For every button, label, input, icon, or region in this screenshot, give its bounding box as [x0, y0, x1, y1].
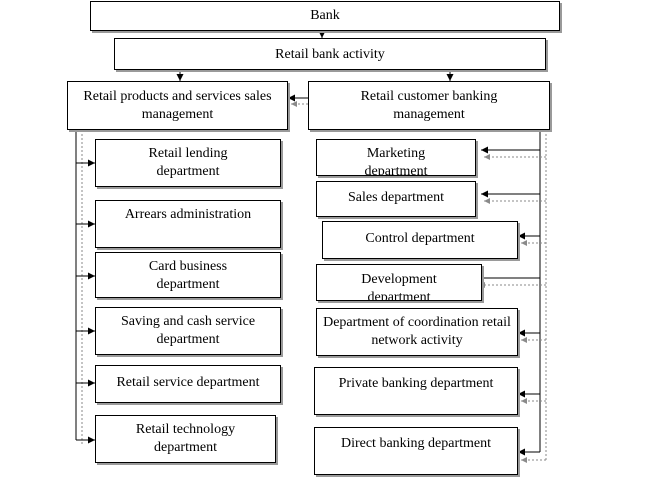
left-dept-label: Retail lending department: [148, 146, 228, 179]
right-header-box: Retail customer banking management: [308, 81, 550, 130]
right-dept-box: Marketing department: [316, 139, 476, 176]
left-dept-label: Retail technology department: [135, 422, 236, 455]
right-dept-box: Development department: [316, 264, 482, 301]
left-dept-label: Arrears administration: [124, 207, 252, 222]
left-dept-label: Card business department: [148, 259, 228, 292]
left-dept-label: Saving and cash service department: [120, 314, 256, 347]
bank-box: Bank: [90, 1, 560, 31]
right-branches: [476, 146, 540, 456]
right-dept-box: Control department: [322, 221, 518, 259]
right-dept-label: Control department: [365, 231, 475, 246]
left-dept-box: Saving and cash service department: [95, 307, 281, 355]
left-dept-box: Retail service department: [95, 365, 281, 403]
right-dept-label: Department of coordination retail networ…: [323, 315, 511, 348]
right-dept-box: Direct banking department: [314, 427, 518, 475]
retail-activity-label: Retail bank activity: [275, 47, 385, 62]
left-dept-label: Retail service department: [116, 375, 260, 390]
left-header-label: Retail products and services sales manag…: [83, 89, 272, 122]
left-header-box: Retail products and services sales manag…: [67, 81, 288, 130]
left-dept-box: Card business department: [95, 252, 281, 298]
left-dept-box: Retail lending department: [95, 139, 281, 187]
right-dept-box: Sales department: [316, 181, 476, 217]
right-dept-label: Direct banking department: [340, 436, 492, 451]
left-branches: [76, 159, 95, 444]
right-dept-label: Private banking department: [338, 376, 494, 391]
right-dept-box: Private banking department: [314, 367, 518, 415]
right-dept-label: Development department: [361, 272, 437, 301]
left-dept-box: Arrears administration: [95, 200, 281, 248]
right-header-label: Retail customer banking management: [360, 89, 498, 122]
retail-activity-box: Retail bank activity: [114, 38, 546, 70]
right-dept-box: Department of coordination retail networ…: [316, 308, 518, 356]
right-branches-shadow: [479, 154, 546, 463]
right-dept-label: Sales department: [347, 190, 445, 205]
bank-label: Bank: [310, 8, 340, 23]
left-dept-box: Retail technology department: [95, 415, 276, 463]
right-dept-label: Marketing department: [364, 146, 428, 176]
